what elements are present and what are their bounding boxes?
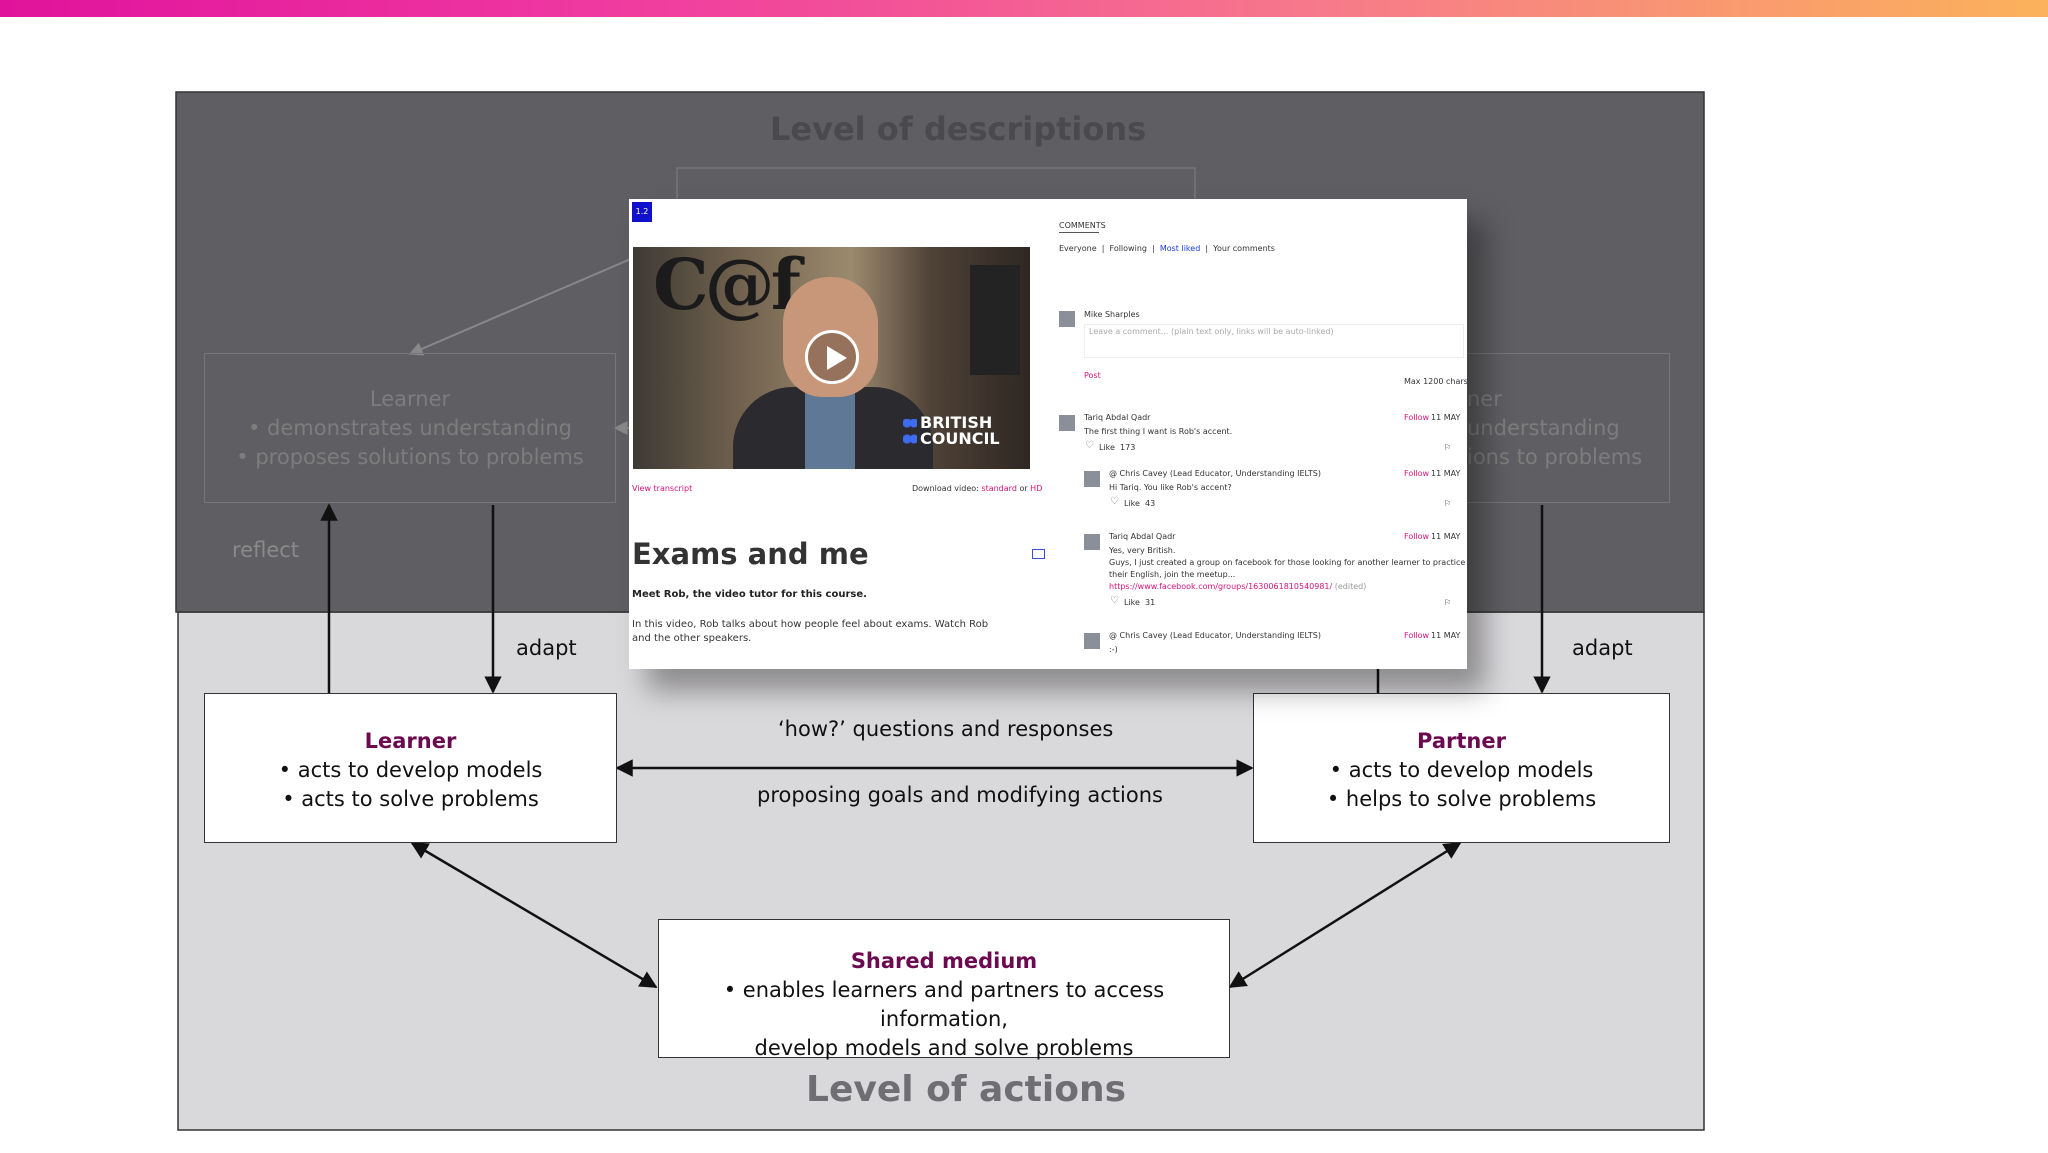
- comment-avatar: [1059, 415, 1075, 431]
- max-chars: Max 1200 chars: [1404, 377, 1467, 386]
- comments-header: COMMENTS: [1059, 221, 1106, 230]
- follow-button[interactable]: Follow: [1404, 469, 1430, 478]
- ghost-learner-title: Learner: [369, 387, 451, 411]
- comment-avatar: [1084, 534, 1100, 550]
- comment-text: Yes, very British.: [1109, 546, 1176, 555]
- flag-icon[interactable]: ⚐: [1444, 499, 1452, 508]
- step-body-line: and the other speakers.: [632, 633, 752, 644]
- comment-text: The first thing I want is Rob's accent.: [1084, 427, 1233, 436]
- step-subheading: Meet Rob, the video tutor for this cours…: [632, 589, 867, 600]
- partner-title: Partner: [1417, 729, 1506, 753]
- comment-date: 11 MAY: [1431, 413, 1461, 422]
- step-bookmark-icon[interactable]: [1032, 549, 1045, 559]
- filter-most-liked[interactable]: Most liked: [1159, 244, 1201, 253]
- filter-following[interactable]: Following: [1109, 244, 1147, 253]
- comment-text: their English, join the meetup...: [1109, 570, 1236, 579]
- level-of-descriptions-title: Level of descriptions: [770, 110, 1147, 148]
- shared-medium-title: Shared medium: [850, 949, 1038, 973]
- download-standard-link[interactable]: standard: [981, 484, 1017, 493]
- video-chalkboard: [970, 265, 1020, 375]
- comment-author: Tariq Abdal Qadr: [1084, 413, 1151, 422]
- like-heart-icon[interactable]: ♡: [1110, 496, 1119, 507]
- filter-your-comments[interactable]: Your comments: [1213, 244, 1275, 253]
- ghost-partner-item: ions to problems: [1467, 445, 1643, 469]
- video-cafe-sign: C@f: [653, 247, 801, 326]
- partner-item: • helps to solve problems: [1326, 787, 1597, 811]
- comment-avatar: [1084, 633, 1100, 649]
- post-button[interactable]: Post: [1084, 371, 1101, 380]
- level-of-actions-title: Level of actions: [806, 1069, 1127, 1110]
- partner-box: Partner • acts to develop models • helps…: [1253, 693, 1670, 843]
- comment-filters: Everyone | Following | Most liked | Your…: [1059, 244, 1275, 253]
- top-accent-bar: [0, 0, 2048, 17]
- comment-link-line: https://www.facebook.com/groups/16300618…: [1109, 582, 1367, 591]
- follow-button[interactable]: Follow: [1404, 532, 1430, 541]
- ghost-partner-item: understanding: [1467, 416, 1620, 440]
- video-brand: BRITISH COUNCIL: [920, 413, 1000, 448]
- comment-text: :-): [1109, 645, 1118, 654]
- ghost-partner-box: ner understanding ions to problems: [1440, 353, 1670, 503]
- shared-medium-line: develop models and solve problems: [754, 1036, 1134, 1060]
- flag-icon[interactable]: ⚐: [1444, 443, 1452, 452]
- comment-text: Hi Tariq. You like Rob's accent?: [1109, 483, 1232, 492]
- learner-shared-arrow: [410, 841, 658, 989]
- like-label[interactable]: Like 173: [1099, 443, 1136, 452]
- ghost-partner-title: ner: [1467, 387, 1502, 411]
- adapt-label-right: adapt: [1572, 636, 1633, 660]
- video-player[interactable]: C@f BRITISH COUNCIL: [633, 247, 1030, 469]
- comment-text: Guys, I just created a group on facebook…: [1109, 558, 1466, 567]
- comment-date: 11 MAY: [1431, 469, 1461, 478]
- filter-everyone[interactable]: Everyone: [1059, 244, 1097, 253]
- comment-author: Tariq Abdal Qadr: [1109, 532, 1176, 541]
- comment-link[interactable]: https://www.facebook.com/groups/16300618…: [1109, 582, 1333, 591]
- comment-avatar: [1084, 471, 1100, 487]
- shared-medium-box: Shared medium • enables learners and par…: [658, 919, 1230, 1060]
- british-council-logo-icon: [903, 419, 917, 447]
- learner-item: • acts to solve problems: [282, 787, 539, 811]
- view-transcript-link[interactable]: View transcript: [632, 484, 693, 493]
- like-label[interactable]: Like 43: [1124, 499, 1156, 508]
- like-heart-icon[interactable]: ♡: [1110, 595, 1119, 606]
- flag-icon[interactable]: ⚐: [1444, 598, 1452, 607]
- link-bottom-label: proposing goals and modifying actions: [757, 783, 1163, 807]
- step-body-line: In this video, Rob talks about how peopl…: [632, 619, 989, 630]
- ghost-learner-item: • demonstrates understanding: [247, 416, 573, 440]
- comment-author: @ Chris Cavey (Lead Educator, Understand…: [1109, 631, 1321, 640]
- adapt-label-left: adapt: [516, 636, 577, 660]
- step-badge: 1.2: [632, 202, 652, 222]
- commenter-name: Mike Sharples: [1084, 310, 1140, 319]
- learner-item: • acts to develop models: [278, 758, 543, 782]
- shared-medium-line: • enables learners and partners to acces…: [723, 978, 1165, 1031]
- comment-date: 11 MAY: [1431, 631, 1461, 640]
- follow-button[interactable]: Follow: [1404, 631, 1430, 640]
- play-icon[interactable]: [805, 330, 859, 384]
- course-page-screenshot: 1.2 C@f BRITISH COUNCIL View transcript …: [629, 199, 1467, 669]
- partner-shared-arrow: [1228, 841, 1462, 989]
- learner-title: Learner: [364, 729, 457, 753]
- follow-button[interactable]: Follow: [1404, 413, 1430, 422]
- like-label[interactable]: Like 31: [1124, 598, 1156, 607]
- ghost-learner-item: • proposes solutions to problems: [236, 445, 584, 469]
- ghost-learner-box: Learner • demonstrates understanding • p…: [204, 353, 616, 503]
- ghost-arrow-left: [408, 254, 641, 356]
- comment-input[interactable]: Leave a comment... (plain text only, lin…: [1084, 324, 1464, 358]
- learner-box: Learner • acts to develop models • acts …: [204, 693, 617, 843]
- comment-date: 11 MAY: [1431, 532, 1461, 541]
- link-top-label: ‘how?’ questions and responses: [778, 717, 1114, 741]
- reflect-label: reflect: [232, 538, 300, 562]
- download-video: Download video: standard or HD: [912, 484, 1043, 493]
- comments-underline: [1059, 232, 1099, 233]
- comment-author: @ Chris Cavey (Lead Educator, Understand…: [1109, 469, 1321, 478]
- video-presenter-shirt: [805, 387, 855, 469]
- download-hd-link[interactable]: HD: [1030, 484, 1043, 493]
- like-heart-icon[interactable]: ♡: [1085, 440, 1094, 451]
- commenter-avatar: [1059, 311, 1075, 327]
- step-heading: Exams and me: [632, 537, 869, 571]
- partner-item: • acts to develop models: [1329, 758, 1594, 782]
